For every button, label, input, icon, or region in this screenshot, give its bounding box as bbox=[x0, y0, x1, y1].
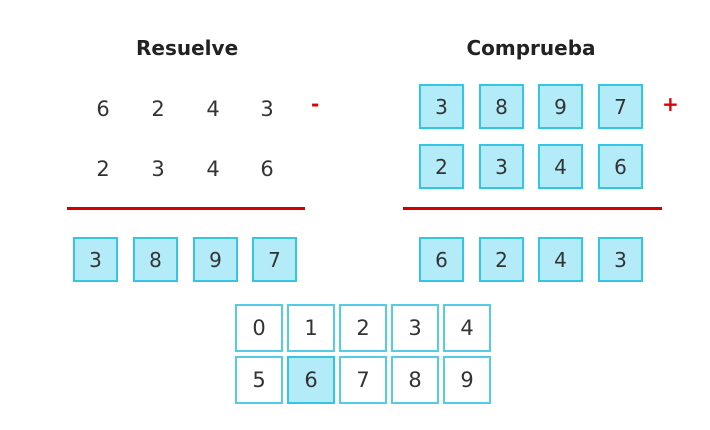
addition-line bbox=[403, 207, 662, 210]
key-1[interactable]: 1 bbox=[287, 304, 335, 352]
minuend-digit: 2 bbox=[151, 97, 165, 121]
minuend-digit: 4 bbox=[206, 97, 220, 121]
addend2-cell: 2 bbox=[419, 144, 464, 189]
key-7[interactable]: 7 bbox=[339, 356, 387, 404]
subtrahend-digit: 2 bbox=[96, 157, 110, 181]
sum-cell: 3 bbox=[598, 237, 643, 282]
key-3[interactable]: 3 bbox=[391, 304, 439, 352]
subtrahend-digit: 6 bbox=[260, 157, 274, 181]
answer-cell[interactable]: 7 bbox=[252, 237, 297, 282]
key-6[interactable]: 6 bbox=[287, 356, 335, 404]
subtraction-line bbox=[67, 207, 305, 210]
key-0[interactable]: 0 bbox=[235, 304, 283, 352]
subtrahend-digit: 4 bbox=[206, 157, 220, 181]
sum-cell: 2 bbox=[479, 237, 524, 282]
sum-cell: 6 bbox=[419, 237, 464, 282]
answer-cell[interactable]: 8 bbox=[133, 237, 178, 282]
key-9[interactable]: 9 bbox=[443, 356, 491, 404]
answer-cell[interactable]: 9 bbox=[193, 237, 238, 282]
comprueba-title: Comprueba bbox=[466, 36, 596, 60]
minuend-digit: 3 bbox=[260, 97, 274, 121]
plus-operator: + bbox=[662, 92, 679, 116]
key-4[interactable]: 4 bbox=[443, 304, 491, 352]
addend1-cell: 9 bbox=[538, 84, 583, 129]
addend2-cell: 3 bbox=[479, 144, 524, 189]
sum-cell: 4 bbox=[538, 237, 583, 282]
minuend-digit: 6 bbox=[96, 97, 110, 121]
addend1-cell: 7 bbox=[598, 84, 643, 129]
key-8[interactable]: 8 bbox=[391, 356, 439, 404]
addend1-cell: 3 bbox=[419, 84, 464, 129]
key-5[interactable]: 5 bbox=[235, 356, 283, 404]
subtrahend-digit: 3 bbox=[151, 157, 165, 181]
addend2-cell: 4 bbox=[538, 144, 583, 189]
resuelve-title: Resuelve bbox=[136, 36, 239, 60]
minus-operator: - bbox=[311, 92, 320, 116]
key-2[interactable]: 2 bbox=[339, 304, 387, 352]
answer-cell[interactable]: 3 bbox=[73, 237, 118, 282]
addend2-cell: 6 bbox=[598, 144, 643, 189]
addend1-cell: 8 bbox=[479, 84, 524, 129]
